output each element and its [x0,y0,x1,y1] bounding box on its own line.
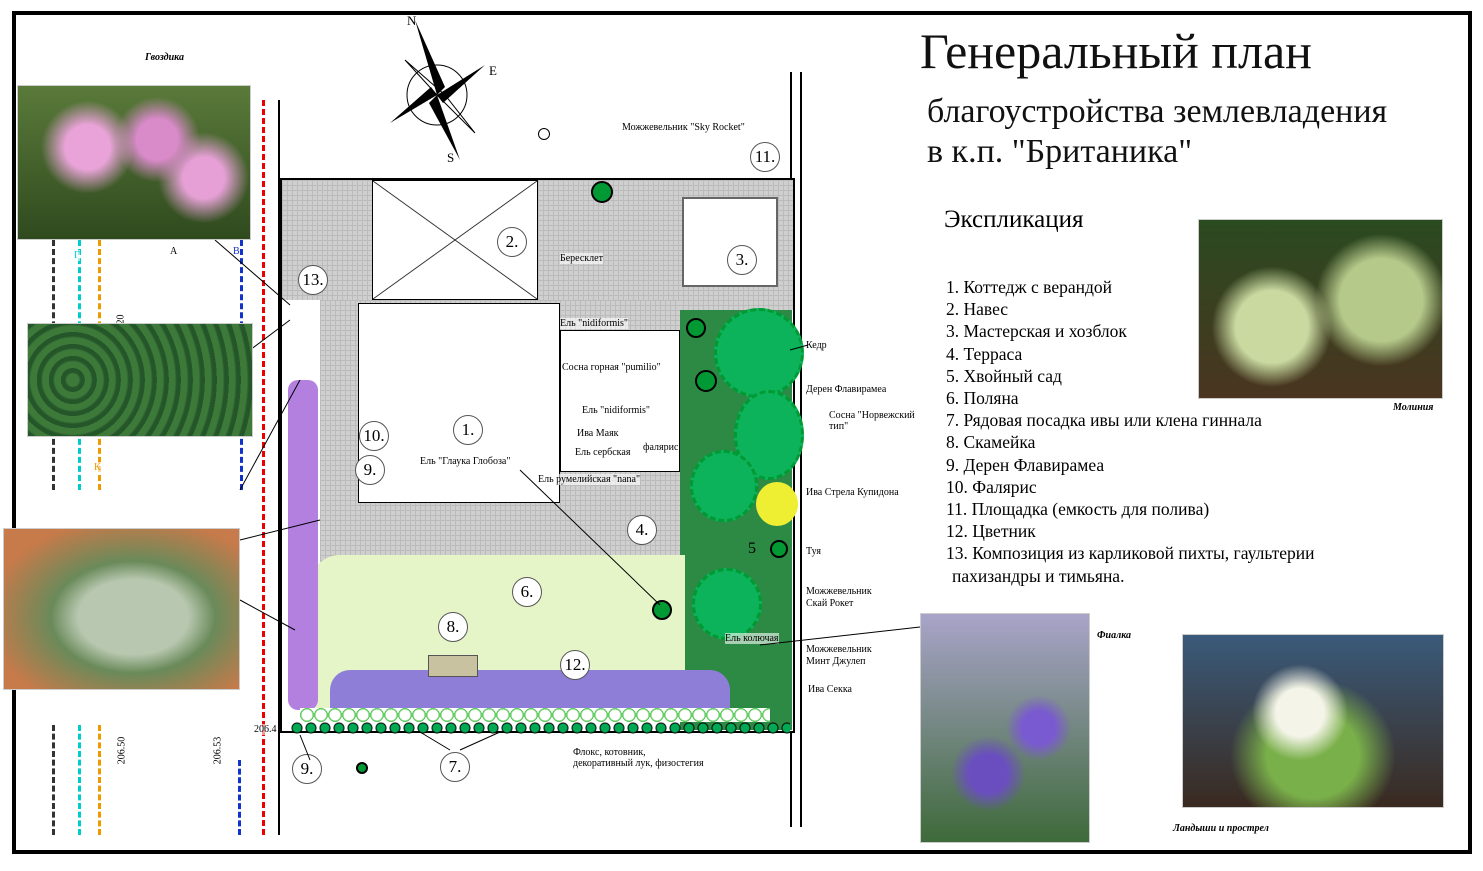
willow-photo [3,528,240,690]
compass-n: N [407,15,417,28]
survey-line [278,100,280,835]
plant-label: Ель "nidiformis" [560,318,628,329]
thuja-icon [770,540,788,558]
plan-number: 12. [560,650,590,680]
workshop [682,197,778,287]
explication-item: 10. Фалярис [946,476,1037,497]
plant-label: фалярис [643,442,679,453]
plan-number: 10. [359,421,389,451]
explication-item: 4. Терраса [946,343,1023,364]
plant-label: Ель "Глаука Глобоза" [420,456,511,467]
explication-heading: Экспликация [944,206,1084,233]
plant-label: Ива Секка [808,684,852,695]
plant-label: Ель румелийская "nana" [538,474,641,485]
survey-line [52,725,55,835]
survey-line [262,100,265,835]
explication-item: 3. Мастерская и хозблок [946,321,1127,342]
plant-label: Ель сербская [575,447,631,458]
plan-number: 9. [292,754,322,784]
plant-label: Ива Стрела Купидона [806,487,899,498]
survey-line [238,760,241,835]
plan-number: 4. [627,515,657,545]
plan-number: 1. [453,415,483,445]
white-hedge [300,708,770,722]
flower-bed [288,380,318,710]
explication-item: 2. Навес [946,299,1009,320]
survey-line [78,725,81,835]
plant-label: Флокс, котовник, [573,747,646,758]
plan-number: 8. [438,612,468,642]
plant-label: Бересклет [560,253,603,264]
explication-item: 12. Цветник [946,521,1036,542]
compass-rose-icon: N E S W [390,15,497,165]
well-icon [538,128,550,140]
explication-list: 1. Коттедж с верандой 2. Навес 3. Мастер… [946,276,1315,587]
lily-photo [1182,634,1444,808]
violet-photo [920,613,1090,843]
plant-label: декоративный лук, физостегия [573,758,704,769]
plant-label: Сосна горная "pumilio" [562,362,661,373]
plan-number: 13. [298,265,328,295]
explication-item: 5. Хвойный сад [946,365,1062,386]
explication-item: 7. Рядовая посадка ивы или клена гиннала [946,410,1262,431]
compass-e: E [489,63,497,78]
plant-label: Можжевельник "Sky Rocket" [622,122,745,133]
sheet-frame [12,11,1472,854]
plan-number: 7. [440,752,470,782]
juniper-icon [591,181,613,203]
subtitle-line: в к.п. "Британика" [927,133,1193,170]
spruce-tree-icon [692,568,762,640]
explication-item: пахизандры и тимьяна. [952,565,1125,586]
plant-label: Туя [806,546,821,557]
plan-number: 2. [497,227,527,257]
cedar-tree-icon [714,308,804,398]
plant-label: Ель "nidiformis" [582,405,650,416]
grass-photo [27,323,253,437]
plan-number: 5 [748,540,756,557]
survey-label: К [94,462,101,473]
bench-icon [428,655,478,677]
explication-item: 9. Дерен Флавирамеа [946,454,1105,475]
plant-label: Сосна "Норвежский тип" [829,410,919,432]
tree-row [290,722,790,734]
explication-item: 13. Композиция из карликовой пихты, гаул… [946,543,1315,564]
spruce-tree-icon [690,450,758,522]
spruce-icon [652,600,672,620]
tree-icon [356,762,368,774]
flower-bed-12 [330,670,730,710]
plant-label: Можжевельник Скай Рокет [806,586,886,610]
plant-label: Можжевельник Минт Джулеп [806,644,891,668]
plant-label: Дерен Флавирамеа [806,384,887,395]
page-title: Генеральный план [920,23,1312,79]
photo-caption: Гвоздика [145,52,184,63]
survey-label: В [233,246,240,257]
plant-label: Кедр [806,340,827,351]
subtitle-line: благоустройства землевладения [927,93,1388,130]
survey-line [98,725,101,835]
photo-caption: Фиалка [1097,630,1132,641]
compass-s: S [447,150,454,165]
molinia-photo [1198,219,1443,399]
photo-caption: Ландыши и прострел [1173,823,1269,834]
plan-number: 9. [355,455,385,485]
explication-item: 1. Коттедж с верандой [946,277,1112,297]
willow-icon [756,482,798,526]
explication-item: 8. Скамейка [946,432,1036,453]
survey-label: Г [74,250,80,261]
photo-caption: Молиния [1393,402,1434,413]
explication-item: 6. Поляна [946,388,1019,409]
survey-label: 206.4 [254,724,277,735]
plant-label: Ива Маяк [577,428,619,439]
pine-icon [695,370,717,392]
spruce-icon [686,318,706,338]
plan-number: 6. [512,577,542,607]
plan-number: 11. [750,142,780,172]
explication-item: 11. Площадка (емкость для полива) [946,499,1210,520]
plan-number: 3. [727,245,757,275]
carnation-photo [17,85,251,240]
cottage [358,303,560,503]
survey-label: А [170,246,178,257]
plant-label: Ель колючая [725,633,779,644]
